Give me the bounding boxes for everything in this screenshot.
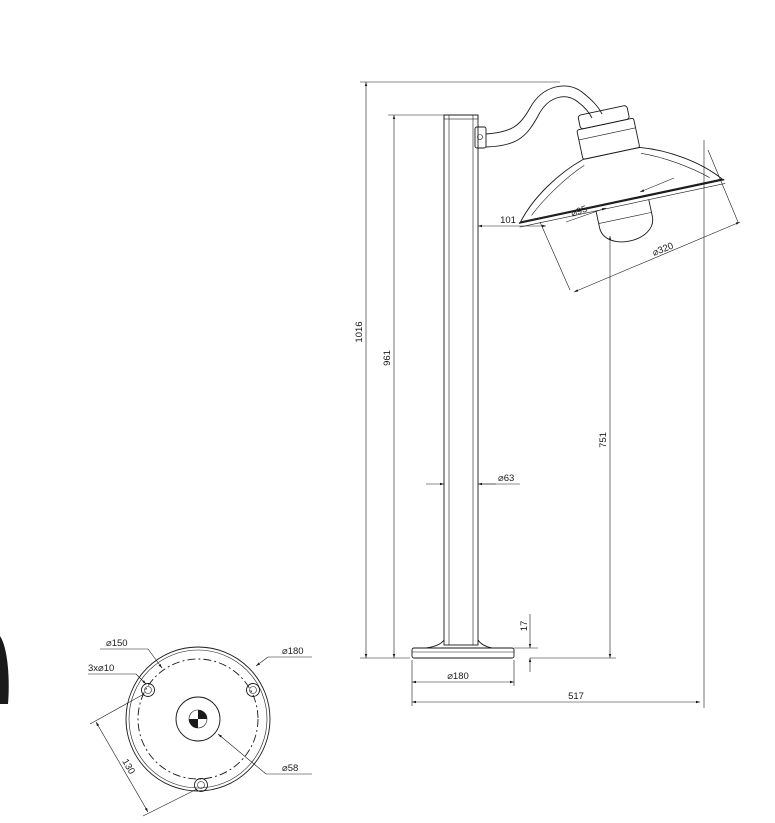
- dim-overall-height: 1016: [354, 321, 365, 342]
- dim-base-diameter-plan: ⌀180: [282, 646, 304, 657]
- lamp-head: [518, 105, 726, 243]
- dim-overall-width: 517: [568, 691, 584, 702]
- dim-shade-diameter: ⌀320: [651, 241, 675, 259]
- mounting-hole-2: [246, 683, 260, 697]
- dim-center-hole: ⌀58: [282, 763, 298, 774]
- plan-view: ⌀150 3x⌀10 ⌀180 ⌀58 130: [88, 638, 312, 817]
- center-hole: [175, 696, 221, 742]
- edge-fragment: [0, 636, 9, 704]
- lamp-globe: [595, 199, 653, 243]
- side-view: 1016 961 101 ⌀63 17 ⌀180 517 751: [354, 81, 741, 708]
- dim-hole-spacing: 130: [119, 757, 136, 776]
- dim-post-diameter: ⌀63: [498, 473, 514, 484]
- dim-base-diameter-side: ⌀180: [447, 671, 469, 682]
- bolt-circle: [137, 658, 259, 780]
- mounting-hole-3: [194, 778, 208, 792]
- mounting-hole-1: [141, 683, 155, 697]
- dim-bolt-circle: ⌀150: [106, 638, 128, 649]
- dim-shade-height: 751: [598, 432, 609, 448]
- dim-arm-offset: 101: [500, 215, 516, 226]
- arm-tube: [485, 85, 603, 135]
- dim-holes: 3x⌀10: [88, 663, 114, 674]
- arm-bracket: [474, 126, 487, 149]
- dim-base-height: 17: [519, 621, 530, 632]
- dim-globe-diameter: ⌀95: [570, 204, 589, 220]
- base-plate: [411, 647, 515, 659]
- dim-post-height: 961: [382, 350, 393, 366]
- lamp-shade: [519, 146, 724, 223]
